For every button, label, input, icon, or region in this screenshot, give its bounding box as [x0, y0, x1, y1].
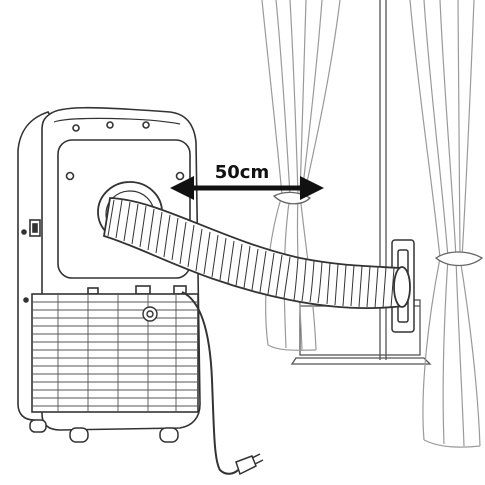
distance-arrow — [170, 176, 324, 200]
exhaust-hose — [97, 181, 411, 309]
curtain-right — [409, 0, 481, 448]
curtain-tie-right — [434, 251, 484, 267]
intake-grille — [32, 294, 198, 412]
wheels — [29, 419, 179, 443]
power-cord — [181, 291, 239, 475]
power-plug — [235, 453, 264, 476]
drain-plug — [142, 306, 158, 322]
distance-label: 50cm — [215, 162, 269, 183]
